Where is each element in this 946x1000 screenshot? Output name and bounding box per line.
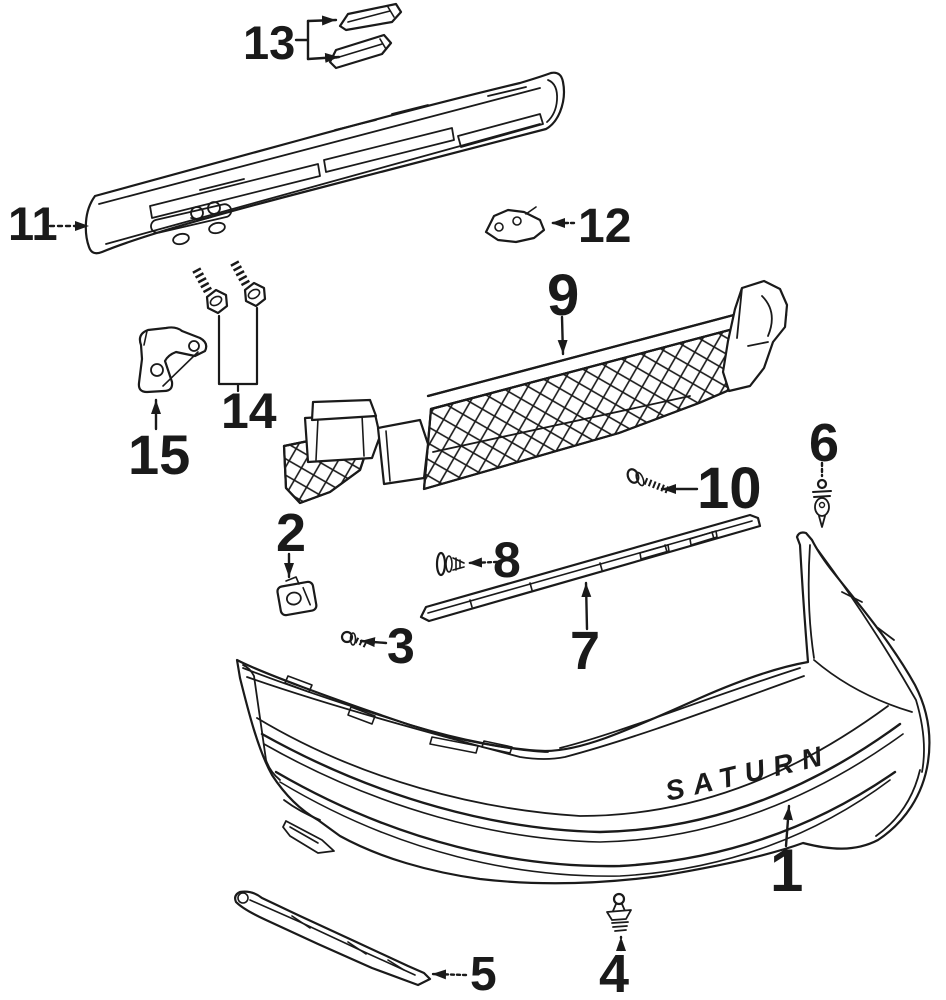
callout-label-2: 2 xyxy=(276,503,306,563)
callout-label-3: 3 xyxy=(387,618,415,674)
part-9-energy-absorber xyxy=(282,279,789,505)
part-3-screw xyxy=(340,630,370,649)
part-6-push-pin xyxy=(812,478,832,528)
callout-label-11: 11 xyxy=(8,197,58,250)
callout-5: 5 xyxy=(430,948,497,1000)
callout-label-12: 12 xyxy=(578,200,631,253)
callout-label-8: 8 xyxy=(493,532,521,588)
callout-label-10: 10 xyxy=(697,456,762,521)
part-11-impact-bar xyxy=(84,71,566,255)
callout-label-9: 9 xyxy=(547,263,579,328)
callout-label-13: 13 xyxy=(243,16,295,69)
callout-label-7: 7 xyxy=(570,621,600,681)
callout-12: 12 xyxy=(549,200,631,253)
callout-label-1: 1 xyxy=(770,837,803,904)
callout-label-14: 14 xyxy=(221,383,277,439)
part-7-face-bar xyxy=(419,513,762,623)
callout-1: 1 xyxy=(770,804,803,904)
part-4-push-pin xyxy=(606,892,632,932)
callout-label-4: 4 xyxy=(599,944,629,1000)
callout-15: 15 xyxy=(128,398,190,486)
callout-4: 4 xyxy=(599,935,629,1000)
callout-14: 14 xyxy=(217,306,277,439)
part-5-support-bracket xyxy=(234,890,432,987)
callout-6: 6 xyxy=(809,413,839,478)
part-12-bracket xyxy=(484,206,546,244)
part-8-screw xyxy=(435,551,465,577)
callout-8: 8 xyxy=(466,532,521,588)
callout-label-6: 6 xyxy=(809,413,839,473)
callout-3: 3 xyxy=(359,618,415,674)
callout-9: 9 xyxy=(547,263,579,356)
callout-2: 2 xyxy=(276,503,306,579)
callout-7: 7 xyxy=(570,581,600,681)
part-14-bolts xyxy=(192,259,267,315)
callout-label-5: 5 xyxy=(470,948,497,1000)
part-15-bracket xyxy=(137,326,208,394)
callout-13: 13 xyxy=(243,15,341,69)
part-13-strips xyxy=(328,2,403,70)
callout-label-15: 15 xyxy=(128,423,190,486)
callout-11: 11 xyxy=(8,197,91,250)
part-2-clip-nut xyxy=(276,576,318,617)
part-1-bumper-cover: SATURN xyxy=(235,531,931,885)
callout-10: 10 xyxy=(660,456,762,521)
part-10-screw xyxy=(626,468,672,495)
